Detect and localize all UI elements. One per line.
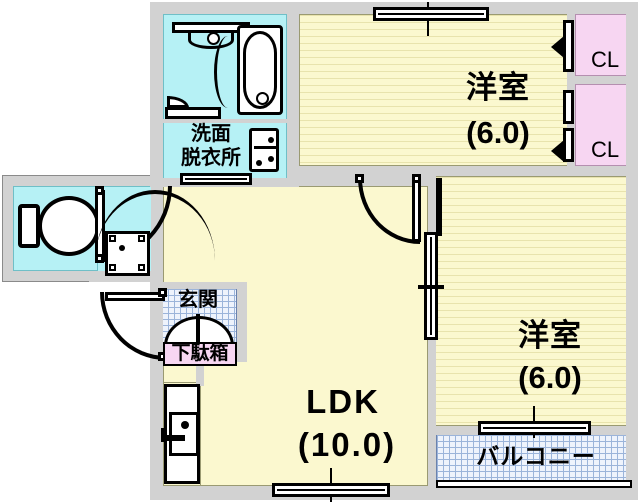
bath-shower-curve [214,36,242,108]
window-bedroom-balcony[interactable] [478,421,591,435]
sink-faucet-base-icon [161,428,166,442]
washroom-name-line1: 洗面 [191,123,231,145]
wall-bedroom-divider [428,166,636,176]
entrance-name: 玄関 [178,289,218,311]
sink-drain-icon [181,421,189,429]
wall-closet-divider [569,76,636,84]
sink-faucet-icon [161,435,185,441]
sliding-door-handle[interactable] [418,285,444,289]
closet-bottom-door2[interactable] [563,128,574,162]
closet-top-door[interactable] [563,20,574,72]
basin-drain-icon [207,32,220,45]
entrance-step-mid-icon [196,314,200,346]
closet-bottom-chevron-icon [551,140,564,162]
heater-knob2-icon [268,156,274,162]
heater-bar-icon [254,146,276,149]
balcony-name: バルコニー [476,443,596,469]
wall-bath-washroom [163,119,287,123]
closet-bottom-label: CL [590,137,620,162]
balcony-rail [436,480,632,488]
washer-corner-bl-icon [109,264,116,271]
wall-outer-right [626,2,638,500]
closet-top-chevron-icon [551,36,564,58]
closet-bottom-door[interactable] [563,90,574,124]
bathtub-drain-icon [256,92,269,105]
ldk-name: LDK [306,383,380,420]
room-bedroom-bottom [434,176,636,426]
door-toilet-hinge-top [95,186,104,195]
wall-entrance-right [237,282,247,362]
washer-corner-tr-icon [138,235,145,242]
washroom-name-line2: 脱衣所 [181,147,241,169]
wall-bath-bedroom [287,14,299,180]
water-heater-icon [249,128,279,172]
door-entrance-hinge-top [158,288,167,297]
room-balcony [436,434,632,486]
bedroom-bottom-corner-mark-left [436,178,442,236]
kitchen-sink-basin [169,412,199,456]
closet-top-label: CL [590,47,620,72]
washer-drain-icon [119,245,125,251]
toilet-bowl-icon [38,196,100,256]
heater-knob-icon [268,137,274,143]
room-bedroom-top [299,14,569,166]
door-ldk-hall-hinge-left [355,174,364,183]
washer-corner-tl-icon [109,235,116,242]
wall-kitchen-step [196,358,204,386]
door-toilet-hinge-bottom [95,254,104,263]
wall-outer-left-upper [150,2,163,182]
bedroom-top-name: 洋室 [466,70,530,105]
window-bedroom-top[interactable] [373,7,489,21]
washer-corner-br-icon [138,264,145,271]
door-entrance-arc [100,292,166,360]
ldk-area: (10.0) [297,426,397,463]
window-ldk-bottom[interactable] [272,483,390,497]
wall-outer-bottom [150,486,638,500]
door-washroom-ldk[interactable] [180,173,252,185]
bedroom-bottom-area: (6.0) [518,360,582,395]
toilet-tank-icon [18,204,40,248]
bedroom-top-area: (6.0) [466,115,530,150]
shoe-cabinet-label: 下駄箱 [171,343,229,364]
bath-bottom-ledge [165,107,221,119]
door-ldk-hall-hinge-right [412,174,421,183]
shoe-cabinet [163,342,237,366]
bedroom-bottom-name: 洋室 [518,318,582,353]
closet-bottom [575,84,636,166]
closet-top [575,14,636,76]
heater-knob3-icon [256,160,262,166]
